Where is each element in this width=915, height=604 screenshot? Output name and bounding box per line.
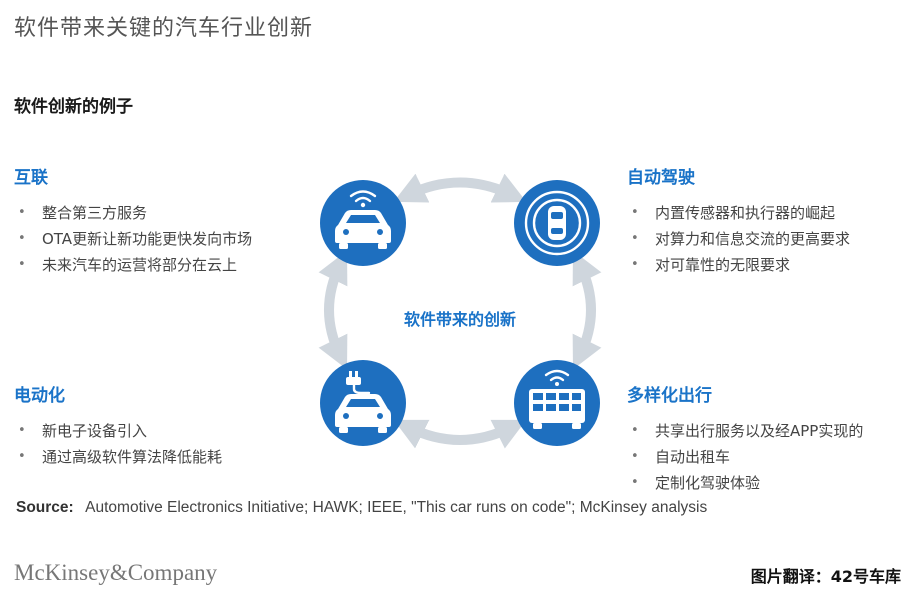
section-title: 互联: [14, 168, 48, 188]
list-item: 共享出行服务以及经APP实现的: [627, 418, 912, 444]
section-mobility: 多样化出行 共享出行服务以及经APP实现的 自动出租车 定制化驾驶体验: [627, 381, 912, 496]
list-item: 定制化驾驶体验: [627, 470, 912, 496]
list-item: 新电子设备引入: [14, 418, 314, 444]
source-label: Source:: [16, 499, 74, 516]
page-subtitle: 软件创新的例子: [14, 97, 133, 117]
section-electrification: 电动化 新电子设备引入 通过高级软件算法降低能耗: [14, 381, 314, 470]
company-logo: McKinsey&Company: [14, 560, 218, 585]
shared-bus-icon: [514, 360, 600, 446]
autonomous-car-icon: [514, 180, 600, 266]
page-title: 软件带来关键的汽车行业创新: [14, 16, 314, 41]
bullet-list: 内置传感器和执行器的崛起 对算力和信息交流的更高要求 对可靠性的无限要求: [627, 200, 912, 278]
bullet-list: 共享出行服务以及经APP实现的 自动出租车 定制化驾驶体验: [627, 418, 912, 496]
list-item: 对算力和信息交流的更高要求: [627, 226, 912, 252]
arrow-bottom: [393, 419, 527, 449]
source-text: Automotive Electronics Initiative; HAWK;…: [85, 499, 708, 516]
list-item: 对可靠性的无限要求: [627, 252, 912, 278]
arrow-top: [393, 173, 527, 203]
list-item: 未来汽车的运营将部分在云上: [14, 252, 314, 278]
bullet-list: 新电子设备引入 通过高级软件算法降低能耗: [14, 418, 314, 470]
section-title: 电动化: [14, 386, 65, 406]
list-item: 整合第三方服务: [14, 200, 314, 226]
electric-car-icon: [320, 360, 406, 446]
section-connectivity: 互联 整合第三方服务 OTA更新让新功能更快发向市场 未来汽车的运营将部分在云上: [14, 163, 314, 278]
list-item: OTA更新让新功能更快发向市场: [14, 226, 314, 252]
section-autonomous: 自动驾驶 内置传感器和执行器的崛起 对算力和信息交流的更高要求 对可靠性的无限要…: [627, 163, 912, 278]
translation-credit: 图片翻译：42号车库: [750, 567, 901, 586]
connected-car-icon: [320, 180, 406, 266]
diagram-center-label: 软件带来的创新: [403, 310, 516, 329]
cycle-arrows: [318, 173, 602, 449]
list-item: 通过高级软件算法降低能耗: [14, 444, 314, 470]
section-title: 多样化出行: [627, 386, 712, 406]
bullet-list: 整合第三方服务 OTA更新让新功能更快发向市场 未来汽车的运营将部分在云上: [14, 200, 314, 278]
source-note: Source: Automotive Electronics Initiativ…: [16, 499, 707, 517]
list-item: 自动出租车: [627, 444, 912, 470]
arrow-right: [572, 250, 602, 370]
innovation-cycle-diagram: [318, 173, 602, 449]
list-item: 内置传感器和执行器的崛起: [627, 200, 912, 226]
arrow-left: [318, 250, 348, 370]
section-title: 自动驾驶: [627, 168, 695, 188]
